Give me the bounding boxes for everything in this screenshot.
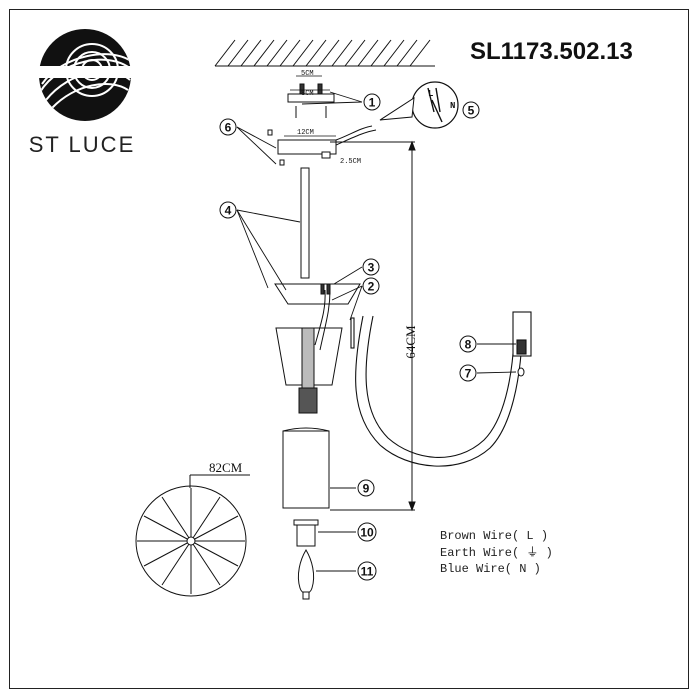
model-number: SL1173.502.13 — [470, 38, 633, 65]
legend-earth-wire: Earth Wire( ⏚ ) — [440, 545, 553, 560]
callout-5: 5 — [462, 101, 480, 119]
wire-tag-neutral: N — [450, 101, 455, 111]
callout-2: 2 — [362, 277, 380, 295]
top-view-diameter — [135, 474, 250, 597]
cylinder-shade — [282, 427, 330, 509]
legend-blue-wire: Blue Wire( N ) — [440, 562, 541, 576]
wire-tag-live: L — [428, 89, 433, 99]
svg-text:5: 5 — [468, 104, 475, 118]
legend-brown-wire: Brown Wire( L ) — [440, 529, 549, 543]
callout-1: 1 — [363, 93, 381, 111]
callout-6: 6 — [219, 118, 237, 136]
candle-bulb-icon — [297, 549, 315, 600]
arc-arm — [350, 311, 532, 467]
svg-text:1: 1 — [369, 96, 376, 110]
wire-legend: Brown Wire( L ) Earth Wire( ⏚ ) Blue Wir… — [440, 528, 553, 578]
dimension-bracket-top: 5CM — [301, 70, 314, 78]
bulb-small-icon — [517, 367, 525, 377]
callout-3: 3 — [362, 258, 380, 276]
dimension-total-height: 64CM — [403, 325, 418, 359]
dimension-canopy: 12CM — [297, 129, 314, 137]
callout-10: 10 — [357, 522, 377, 542]
suspension-rod — [300, 167, 310, 279]
svg-text:9: 9 — [363, 482, 370, 496]
socket — [293, 519, 319, 547]
height-dimension-line — [330, 140, 416, 512]
drawing-frame — [9, 9, 689, 689]
svg-text:11: 11 — [361, 565, 374, 579]
svg-text:8: 8 — [465, 338, 472, 352]
callout-8: 8 — [459, 335, 477, 353]
wire-connection-detail — [379, 81, 459, 129]
st-luce-logo-icon — [36, 29, 136, 121]
svg-text:4: 4 — [225, 204, 232, 218]
dimension-bracket-mid: 8CM — [301, 90, 314, 98]
callout-7: 7 — [459, 364, 477, 382]
svg-text:2: 2 — [368, 280, 375, 294]
ceiling-hatch — [214, 39, 435, 67]
callout-9: 9 — [357, 479, 375, 497]
svg-text:3: 3 — [368, 261, 375, 275]
svg-text:10: 10 — [360, 526, 374, 540]
dimension-canopy-height: 2.5CM — [340, 158, 361, 166]
cup-shade — [274, 283, 361, 414]
callout-4: 4 — [219, 201, 237, 219]
mounting-bracket — [287, 75, 335, 118]
canopy — [267, 125, 377, 166]
svg-text:6: 6 — [225, 121, 232, 135]
leader-lines — [236, 91, 517, 572]
dimension-diameter: 82CM — [209, 460, 243, 475]
svg-text:7: 7 — [465, 367, 472, 381]
callout-11: 11 — [357, 561, 377, 581]
brand-name: ST LUCE — [28, 132, 136, 157]
